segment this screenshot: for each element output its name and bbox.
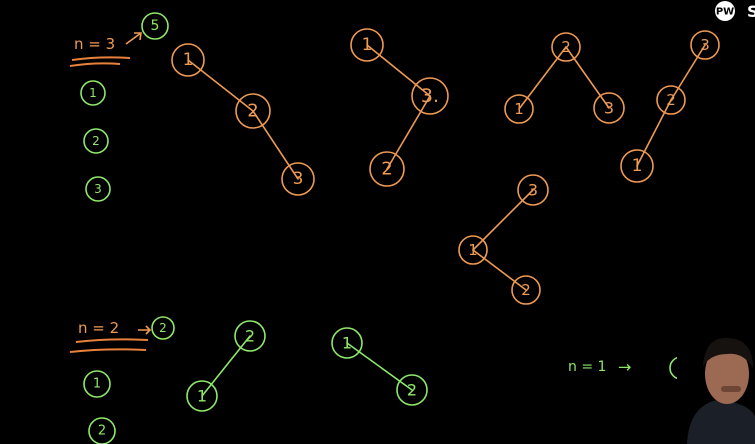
tree-d-edge-1	[670, 44, 706, 101]
tree-n2b-root-label: 1	[342, 334, 352, 353]
tree-b-edge-2	[386, 95, 431, 170]
tree-a-node-3-label: 3	[293, 169, 304, 189]
list-n3-item-1: 1	[80, 80, 106, 106]
tree-d-edge-2	[636, 99, 672, 167]
list-n2-item-2: 2	[88, 417, 116, 444]
count-n2: 2	[151, 316, 175, 340]
tree-d-node-1-label: 3	[700, 36, 710, 54]
tree-n2a-root: 2	[234, 320, 266, 352]
tree-c-node-root-label: 2	[561, 38, 571, 56]
count-n3: 5	[141, 12, 169, 40]
tree-n2a-child-label: 1	[197, 387, 207, 406]
presenter-video	[677, 326, 755, 444]
tree-a-node-2-label: 2	[247, 101, 258, 122]
tree-e-edge-1	[472, 189, 534, 251]
tree-c-edge-2	[565, 46, 610, 109]
arrow-n2	[138, 325, 152, 335]
tree-n2a-edge	[201, 335, 251, 397]
tree-b-node-3-label: 2	[381, 159, 392, 180]
underline-n3-2	[69, 62, 121, 67]
tree-c-node-right-label: 3	[604, 99, 614, 118]
tree-a-node-3: 3	[281, 162, 315, 196]
tree-b-node-1: 1	[350, 28, 384, 62]
tree-e-node-2: 1	[458, 235, 488, 265]
tree-a-node-2: 2	[235, 93, 271, 129]
tree-c-node-right: 3	[593, 92, 625, 124]
tree-c-edge-1	[518, 46, 567, 110]
underline-n3-1	[71, 56, 131, 61]
tree-d-node-2-label: 2	[666, 91, 676, 109]
tree-e-node-1: 3	[517, 174, 549, 206]
svg-text:PW: PW	[716, 7, 734, 18]
logo-letter: S	[747, 2, 755, 21]
list-n3-item-3-label: 3	[94, 182, 102, 196]
tree-b-node-2-label: 3.	[421, 85, 439, 107]
pw-logo: PW S	[712, 0, 755, 26]
heading-n1: n = 1	[568, 359, 606, 375]
pw-logo-icon	[715, 1, 735, 21]
tree-b-node-2: 3.	[411, 77, 449, 115]
arrow-n3	[125, 32, 142, 45]
tree-e-node-1-label: 3	[528, 181, 538, 200]
tree-a-node-1-label: 1	[183, 50, 194, 70]
count-n3-label: 5	[151, 18, 160, 34]
tree-e-node-3-label: 2	[521, 281, 531, 299]
heading-n2: n = 2	[78, 319, 119, 337]
tree-c-node-left-label: 1	[514, 100, 524, 118]
tree-d-node-3: 1	[620, 149, 654, 183]
underline-n2-2	[69, 348, 147, 353]
list-n3-item-2-label: 2	[92, 134, 100, 148]
tree-b-node-3: 2	[369, 151, 405, 187]
tree-c-node-left: 1	[504, 94, 534, 124]
heading-n3: n = 3	[74, 35, 115, 53]
tree-a-edge-2	[252, 110, 299, 180]
tree-b-edge-1	[366, 44, 431, 97]
tree-e-edge-2	[472, 249, 527, 291]
list-n2-item-1-label: 1	[93, 377, 101, 392]
list-n3-item-1-label: 1	[89, 86, 97, 100]
tree-b-node-1-label: 1	[362, 35, 373, 55]
list-n2-item-2-label: 2	[98, 424, 106, 439]
tree-e-node-3: 2	[511, 275, 541, 305]
tree-n2a-child: 1	[186, 380, 218, 412]
tree-c-node-root: 2	[551, 32, 581, 62]
tree-n2b-edge	[346, 342, 413, 391]
tree-n2b-root: 1	[331, 327, 363, 359]
underline-n2-1	[75, 338, 149, 343]
list-n3-item-2: 2	[83, 128, 109, 154]
list-n3-item-3: 3	[85, 176, 111, 202]
tree-n2b-child-label: 2	[407, 381, 417, 400]
tree-n2a-root-label: 2	[245, 327, 255, 346]
tree-d-node-3-label: 1	[632, 156, 643, 176]
tree-d-node-2: 2	[656, 85, 686, 115]
tree-a-node-1: 1	[171, 43, 205, 77]
arrow-n1: →	[618, 358, 631, 377]
tree-a-edge-1	[187, 59, 254, 112]
tree-d-node-1: 3	[690, 30, 720, 60]
tree-e-node-2-label: 1	[468, 241, 478, 259]
count-n2-label: 2	[159, 321, 167, 335]
list-n2-item-1: 1	[83, 370, 111, 398]
tree-n2b-child: 2	[396, 374, 428, 406]
